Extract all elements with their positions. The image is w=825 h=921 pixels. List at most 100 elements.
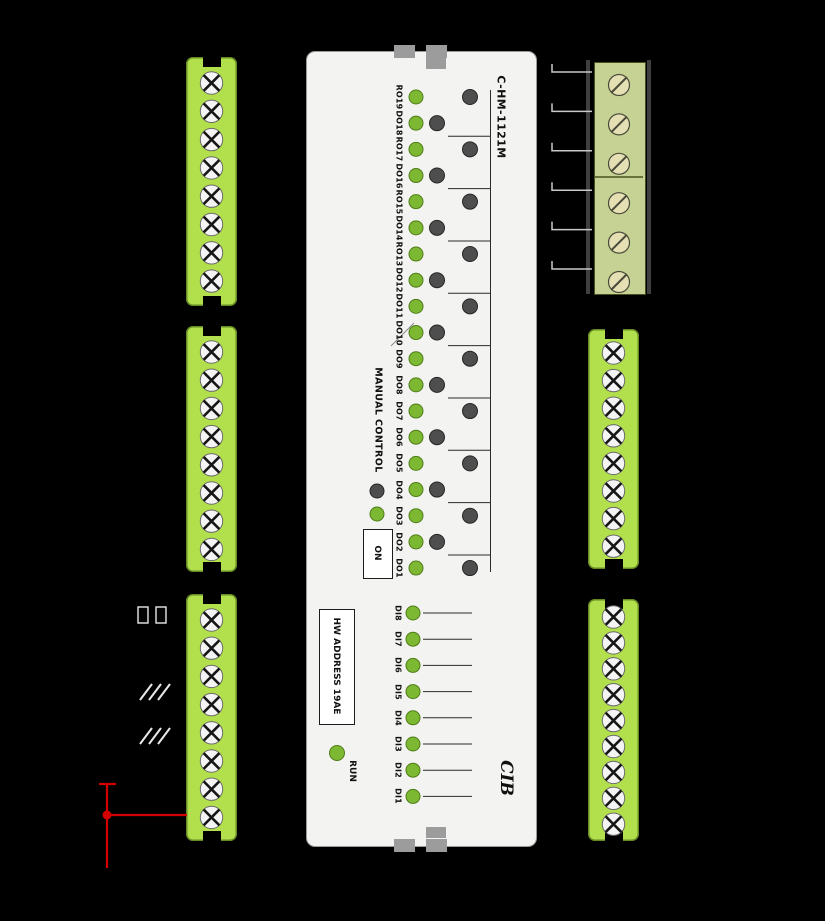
mount-nub bbox=[202, 562, 221, 574]
terminal-screw-cross bbox=[604, 344, 623, 362]
brand-logo: CIB bbox=[496, 760, 516, 796]
output-label: RO17 bbox=[394, 136, 404, 162]
run-led bbox=[329, 745, 345, 761]
input-led bbox=[405, 605, 421, 621]
manual-control-button[interactable] bbox=[462, 350, 478, 367]
output-label: DO3 bbox=[394, 505, 404, 526]
manual-control-button[interactable] bbox=[462, 455, 478, 472]
output-label: DO8 bbox=[394, 375, 404, 395]
mount-nub bbox=[202, 592, 221, 604]
di-switch-contact bbox=[137, 606, 149, 624]
manual-control-button[interactable] bbox=[429, 481, 445, 498]
mount-nub bbox=[202, 324, 221, 336]
manual-control-button[interactable] bbox=[429, 115, 445, 132]
hw-address-label: HW ADDRESS 19AE bbox=[331, 617, 341, 715]
output-led bbox=[408, 534, 424, 550]
input-label: DI7 bbox=[393, 631, 403, 648]
hw-address-box bbox=[319, 609, 355, 725]
terminal-screw-cross bbox=[202, 343, 221, 361]
terminal-screw-cross bbox=[202, 215, 221, 234]
terminal-screw-cross bbox=[202, 752, 221, 770]
output-led bbox=[408, 220, 424, 236]
input-led bbox=[405, 710, 421, 726]
output-led bbox=[408, 115, 424, 131]
terminal-screw-cross bbox=[202, 244, 221, 262]
terminal-screw-cross bbox=[604, 815, 623, 833]
input-led bbox=[405, 657, 421, 673]
terminal-screw-cross bbox=[604, 660, 623, 678]
di-switch-stroke bbox=[139, 683, 153, 701]
din-clip bbox=[394, 45, 415, 58]
terminal-screw-cross bbox=[202, 667, 221, 686]
terminal-screw-cross bbox=[202, 780, 221, 798]
output-led bbox=[408, 351, 424, 367]
wire-hook bbox=[551, 261, 592, 270]
terminal-screw-cross bbox=[202, 272, 221, 290]
terminal-screw-cross bbox=[604, 454, 623, 473]
manual-control-button-icon[interactable] bbox=[369, 483, 385, 499]
input-led bbox=[405, 736, 421, 752]
terminal-screw-cross bbox=[202, 74, 221, 92]
manual-control-button[interactable] bbox=[429, 219, 445, 236]
terminal-screw-cross bbox=[202, 611, 221, 629]
terminal-screw-cross bbox=[604, 482, 623, 500]
di-switch-stroke bbox=[148, 727, 162, 745]
output-led bbox=[408, 429, 424, 445]
output-label: RO13 bbox=[394, 241, 404, 267]
manual-control-button[interactable] bbox=[462, 298, 478, 315]
output-label: DO16 bbox=[394, 162, 404, 189]
manual-control-button[interactable] bbox=[429, 272, 445, 289]
output-label: RO19 bbox=[394, 84, 404, 110]
manual-control-button[interactable] bbox=[462, 560, 478, 577]
din-rail-left bbox=[586, 60, 590, 294]
input-led bbox=[405, 631, 421, 647]
manual-control-button[interactable] bbox=[462, 193, 478, 210]
manual-control-button[interactable] bbox=[429, 429, 445, 446]
output-label: DO2 bbox=[394, 532, 404, 552]
din-clip bbox=[426, 839, 447, 852]
input-label: DI2 bbox=[393, 762, 403, 779]
terminal-screw-cross bbox=[604, 789, 623, 808]
manual-control-button[interactable] bbox=[429, 533, 445, 550]
input-label: DI8 bbox=[393, 605, 403, 621]
terminal-screw-cross bbox=[202, 724, 221, 742]
output-led bbox=[408, 403, 424, 419]
terminal-screw-cross bbox=[202, 695, 221, 714]
output-label: DO14 bbox=[394, 215, 404, 241]
output-led bbox=[408, 89, 424, 105]
manual-control-button[interactable] bbox=[429, 376, 445, 393]
manual-control-button[interactable] bbox=[429, 167, 445, 184]
terminal-screw-slot-slot bbox=[610, 76, 628, 94]
terminal-screw-cross bbox=[604, 685, 623, 704]
di-switch-stroke bbox=[139, 727, 153, 745]
mount-nub bbox=[202, 831, 221, 843]
manual-control-button[interactable] bbox=[462, 141, 478, 158]
terminal-screw-cross bbox=[202, 427, 221, 446]
manual-control-button[interactable] bbox=[462, 89, 478, 105]
terminal-screw-cross bbox=[604, 711, 623, 730]
terminal-screw-cross bbox=[202, 399, 221, 418]
output-label: DO1 bbox=[394, 558, 404, 578]
output-label: DO12 bbox=[394, 267, 404, 293]
terminal-screw-cross bbox=[604, 634, 623, 652]
manual-control-button[interactable] bbox=[462, 403, 478, 420]
terminal-screw-cross bbox=[202, 808, 221, 827]
output-label: DO7 bbox=[394, 401, 404, 421]
terminal-block-top-right bbox=[594, 62, 646, 295]
mount-nub bbox=[604, 559, 623, 571]
input-led bbox=[405, 762, 421, 778]
input-led bbox=[405, 684, 421, 700]
terminal-screw-cross bbox=[202, 639, 221, 657]
terminal-screw-cross bbox=[202, 540, 221, 559]
manual-control-button[interactable] bbox=[462, 246, 478, 263]
output-label: DO5 bbox=[394, 453, 404, 474]
terminal-screw-cross bbox=[604, 763, 623, 782]
terminal-screw-cross bbox=[202, 102, 221, 121]
manual-control-button[interactable] bbox=[462, 507, 478, 524]
model-label: C-HM-1121M bbox=[494, 75, 508, 159]
terminal-screw-cross bbox=[202, 456, 221, 474]
di-switch-stroke bbox=[148, 683, 162, 701]
terminal-screw-cross bbox=[202, 484, 221, 502]
manual-control-button[interactable] bbox=[429, 324, 445, 341]
terminal-screw-cross bbox=[202, 130, 221, 149]
